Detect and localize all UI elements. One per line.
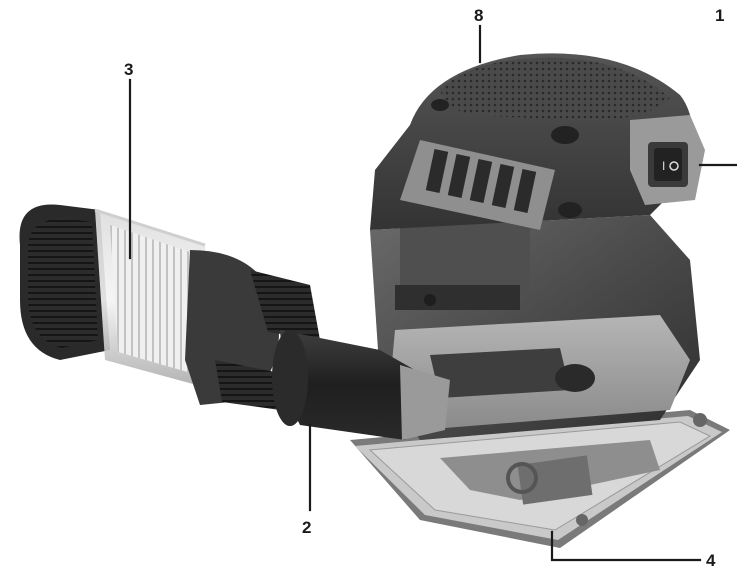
callout-3: 3 <box>124 60 133 79</box>
leader-4 <box>550 530 702 562</box>
callouts: 8 1 3 2 4 <box>124 6 737 570</box>
dust-canister <box>19 204 320 410</box>
callout-8: 8 <box>474 6 483 25</box>
palm-grip: I <box>370 53 705 231</box>
sanding-base <box>350 410 730 548</box>
sander-body <box>370 215 700 440</box>
clamp-ring-icon <box>506 462 538 494</box>
callout-4: 4 <box>706 551 716 570</box>
callout-1: 1 <box>715 6 724 25</box>
dust-adapter <box>272 330 450 440</box>
switch: I <box>648 142 688 187</box>
svg-text:I: I <box>662 159 665 173</box>
leader-1 <box>698 163 737 167</box>
callout-2: 2 <box>302 518 311 537</box>
